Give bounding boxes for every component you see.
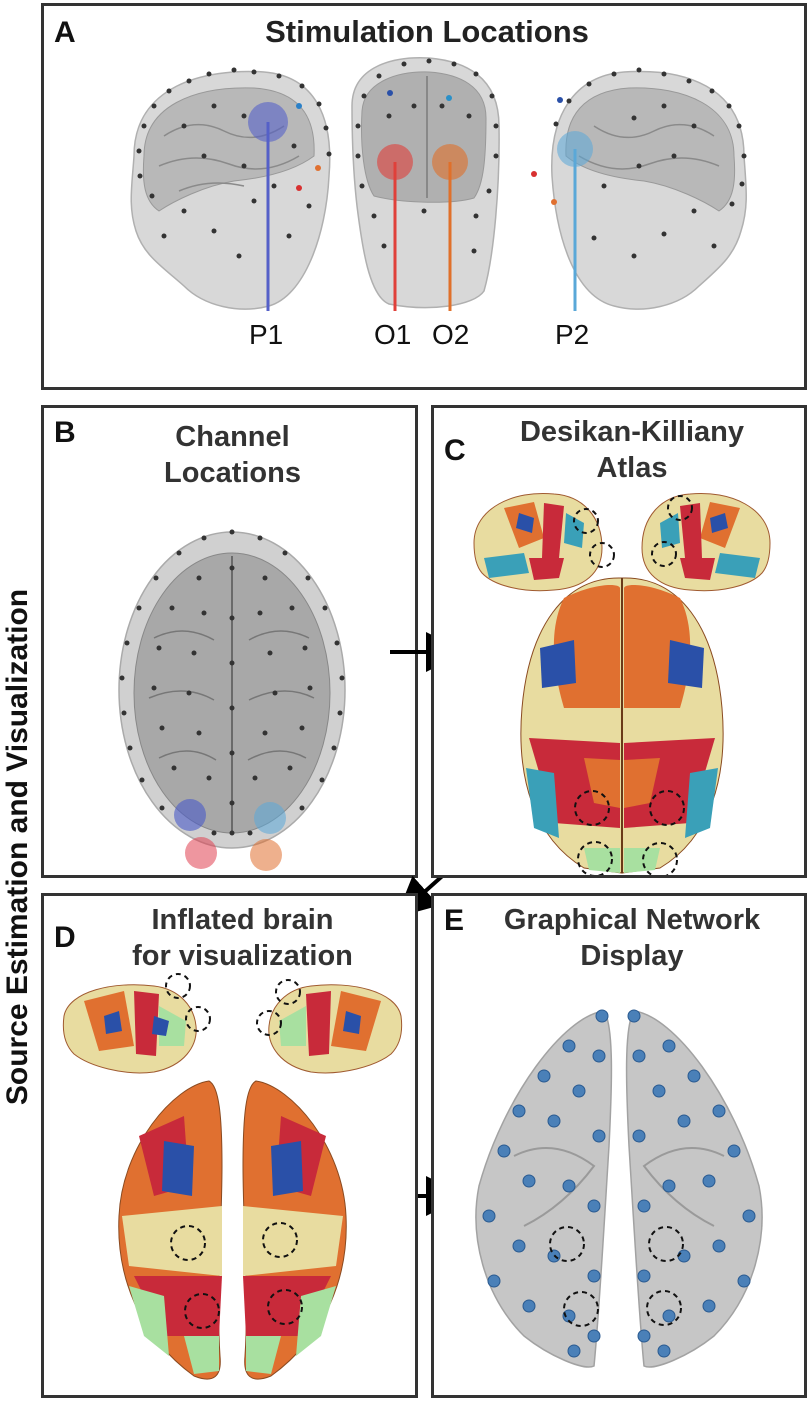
panel-d-title-line1: Inflated brain — [151, 904, 334, 936]
panel-e-title-line2: Display — [580, 940, 684, 972]
electrode-dots-a — [136, 58, 747, 259]
panel-c-letter: C — [444, 434, 466, 467]
panel-d-title-line2: for visualization — [132, 940, 353, 972]
panel-e: E Graphical Network Display — [431, 893, 807, 1398]
panel-c-title-line2: Atlas — [596, 452, 668, 484]
panel-b-letter: B — [54, 416, 76, 449]
panel-b-title-line1: Channel — [175, 421, 290, 453]
electrode-label-p1: P1 — [249, 319, 284, 350]
head-right-lateral — [531, 70, 747, 311]
panel-b-title-line2: Locations — [164, 457, 301, 489]
side-label: Source Estimation and Visualization — [1, 588, 34, 1106]
inflated-brain-figure — [62, 973, 403, 1380]
panel-a-letter: A — [54, 16, 76, 49]
panel-a: A Stimulation Locations — [41, 3, 807, 390]
atlas-figure — [473, 492, 771, 875]
electrode-label-p2: P2 — [555, 319, 590, 350]
panel-b: B Channel Locations — [41, 405, 418, 878]
electrode-label-o2: O2 — [432, 319, 470, 350]
head-left-lateral — [130, 70, 331, 311]
panel-d-letter: D — [54, 921, 76, 954]
head-back — [351, 57, 500, 311]
head-views-figure — [130, 57, 747, 311]
panel-c: C Desikan-Killiany Atlas — [431, 405, 807, 878]
panel-d: D Inflated brain for visualization — [41, 893, 418, 1398]
panel-a-title: Stimulation Locations — [265, 14, 589, 49]
panel-e-title-line1: Graphical Network — [503, 904, 761, 936]
electrode-label-o1: O1 — [374, 319, 412, 350]
panel-c-title-line1: Desikan-Killiany — [519, 416, 745, 448]
channel-locations-figure — [118, 529, 346, 871]
panel-e-letter: E — [444, 904, 465, 937]
network-figure — [475, 1009, 763, 1368]
